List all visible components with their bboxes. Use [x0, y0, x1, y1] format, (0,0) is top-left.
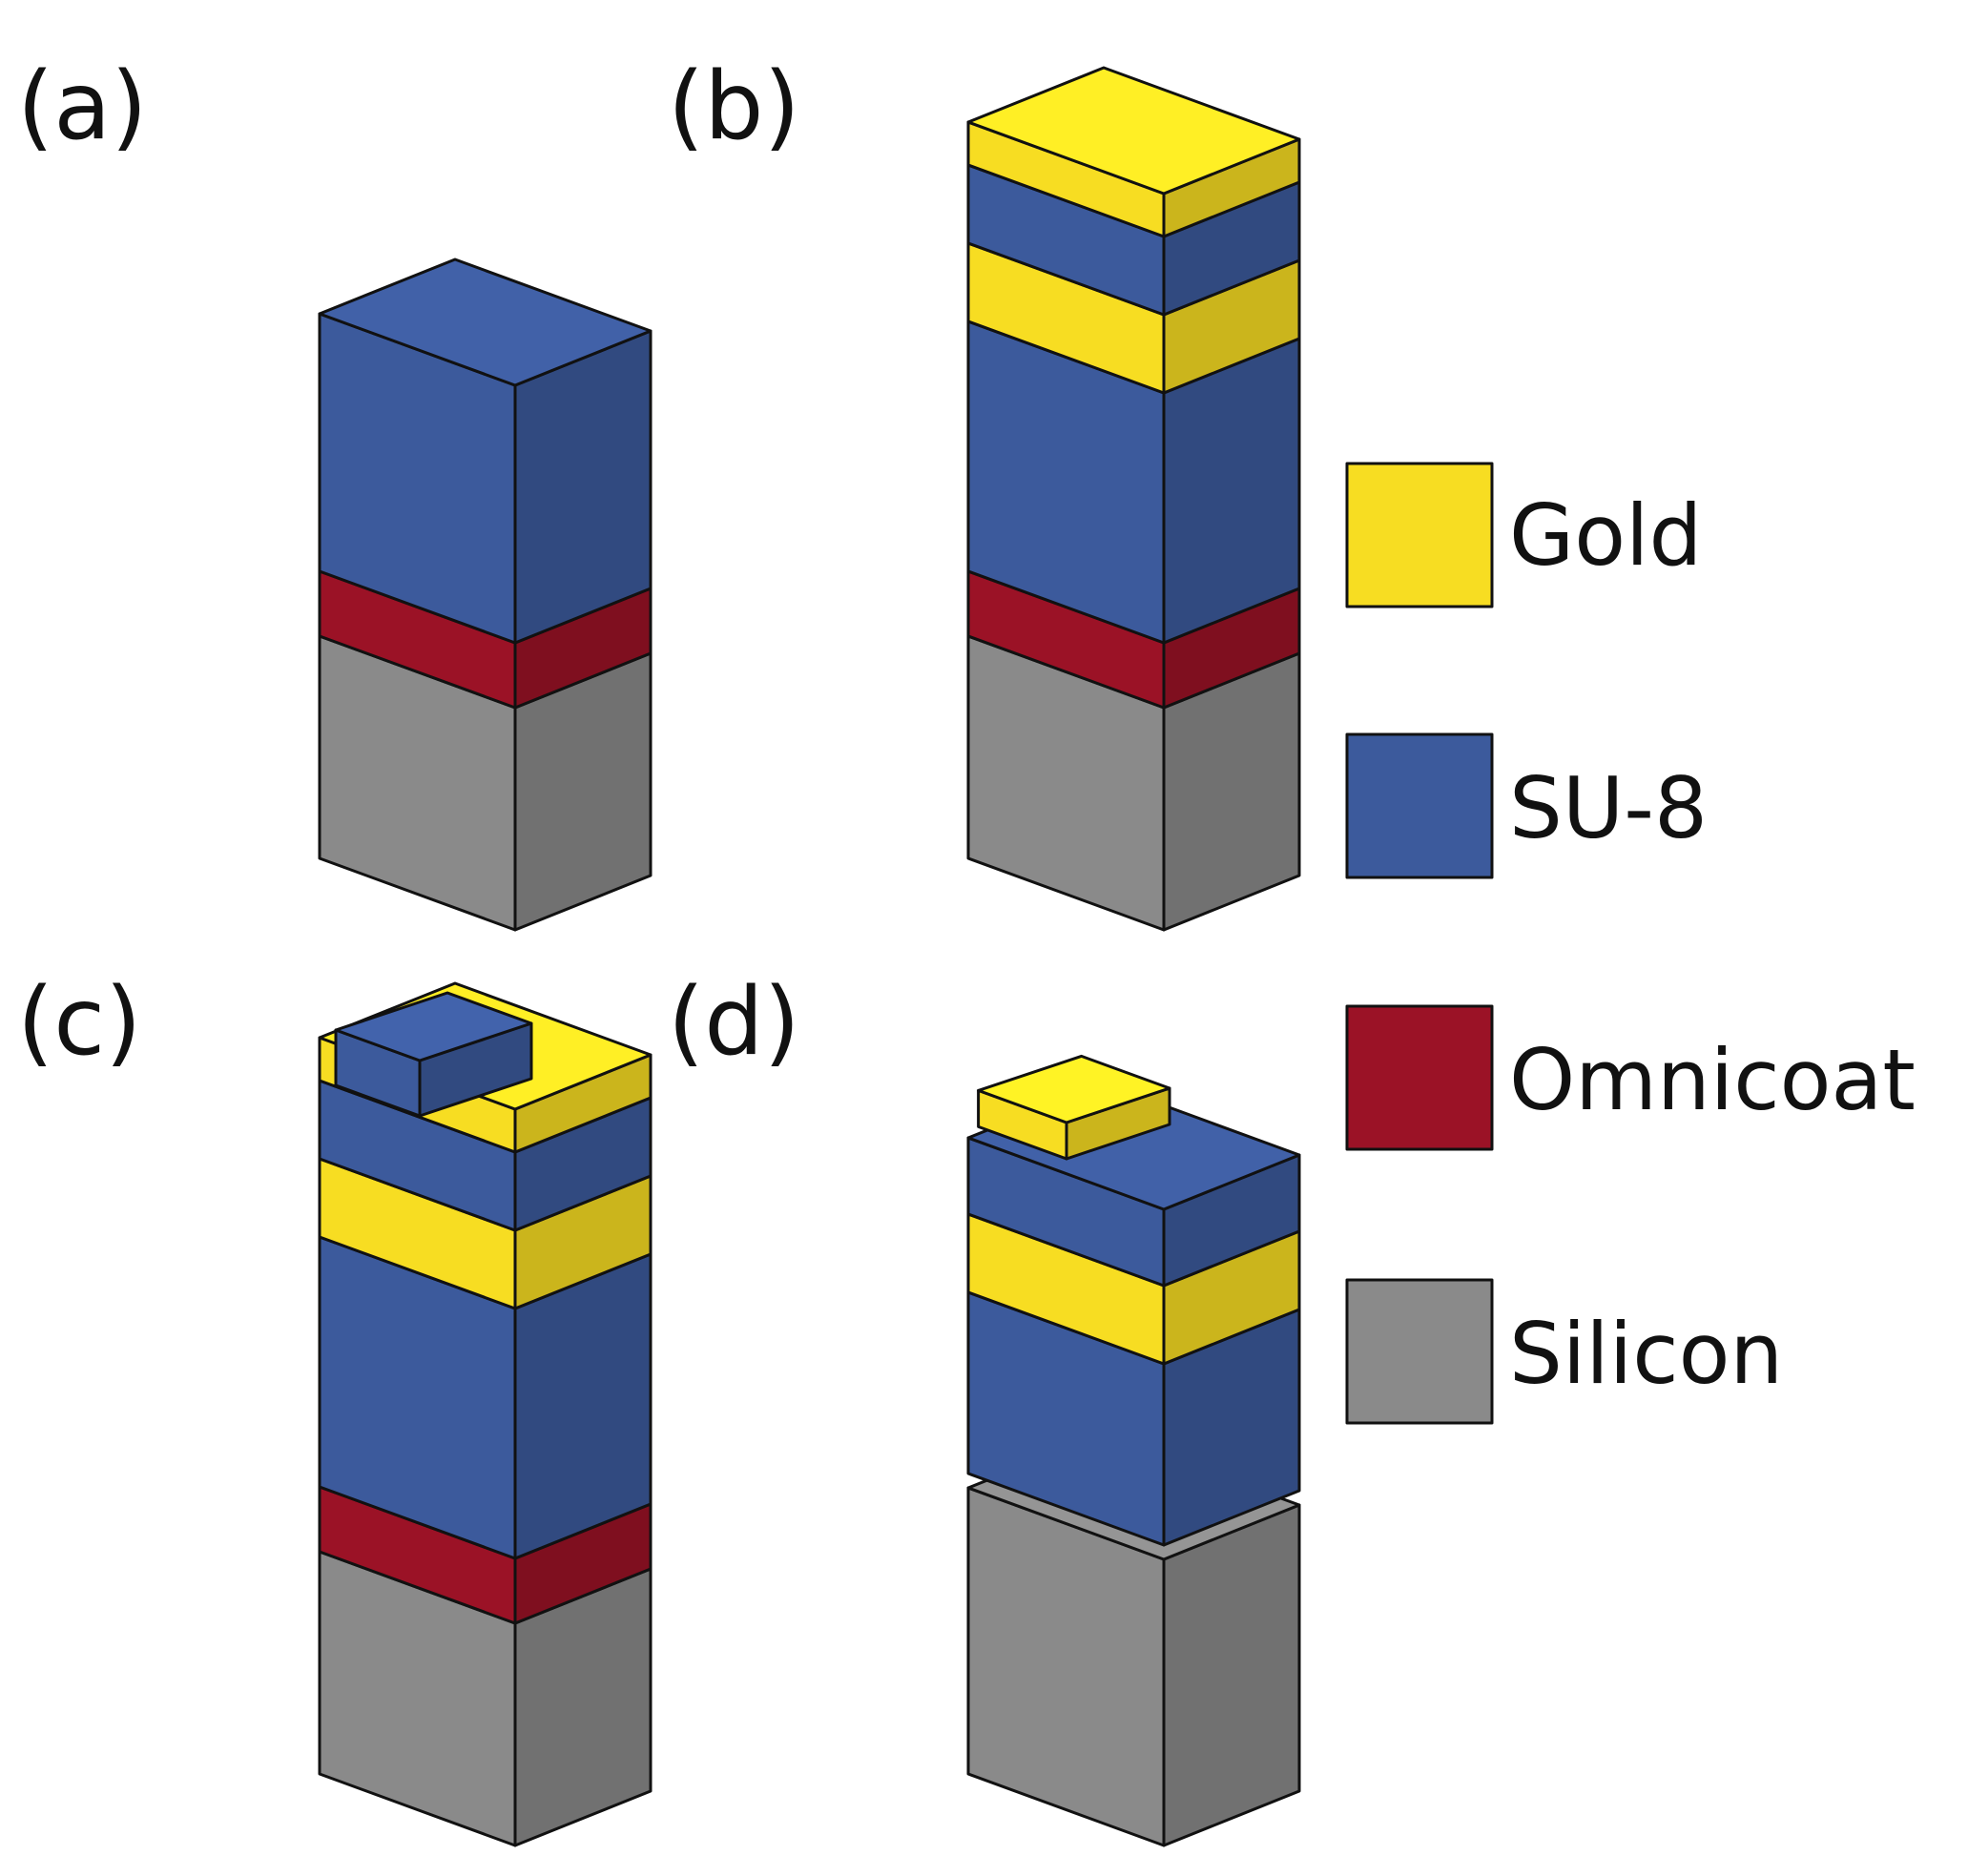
panel-label-a: (a) — [17, 52, 148, 161]
legend-swatch-su8 — [1345, 732, 1494, 879]
legend-label-silicon: Silicon — [1509, 1305, 1783, 1403]
pillar-a — [318, 258, 653, 932]
panel-label-b: (b) — [668, 52, 800, 161]
legend-label-gold: Gold — [1509, 486, 1702, 585]
panel-label-c: (c) — [17, 968, 141, 1077]
legend-swatch-silicon — [1345, 1278, 1494, 1425]
legend-swatch-omnicoat — [1345, 1004, 1494, 1151]
legend-label-omnicoat: Omnicoat — [1509, 1031, 1916, 1129]
pillar-d-gold-bar-top-face — [977, 1054, 1171, 1124]
pillar-c-su8-bar-top-face — [334, 991, 533, 1062]
pillar-a-top-face — [318, 258, 653, 387]
legend: Gold SU-8 Omnicoat Silicon — [1345, 462, 1916, 1425]
pillar-d-silicon-layer-0-right-face — [1162, 1503, 1301, 1847]
pillar-b-top-face — [966, 66, 1301, 196]
legend-swatch-gold — [1345, 462, 1494, 608]
legend-label-su8: SU-8 — [1509, 759, 1708, 857]
pillar-c — [318, 981, 653, 1847]
panel-label-d: (d) — [668, 968, 800, 1077]
pillar-b — [966, 66, 1301, 932]
pillar-d — [966, 1054, 1301, 1847]
